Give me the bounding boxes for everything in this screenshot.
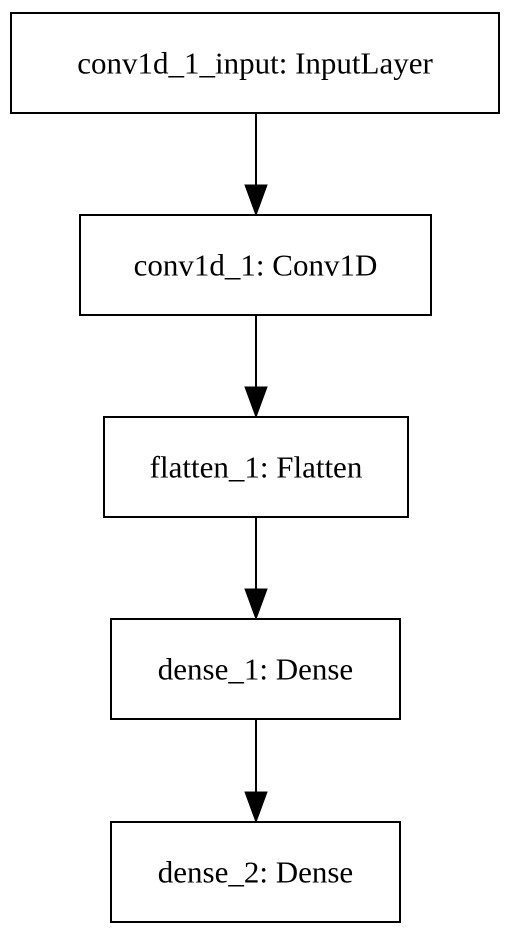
arrow-head <box>244 588 268 621</box>
node-label: dense_1: Dense <box>158 652 353 687</box>
arrow-head <box>244 791 268 824</box>
node-dense-2: dense_2: Dense <box>110 821 401 923</box>
node-box <box>79 214 432 316</box>
node-box <box>110 821 401 923</box>
node-box <box>110 618 401 720</box>
node-flatten-1: flatten_1: Flatten <box>103 416 409 518</box>
node-label: conv1d_1: Conv1D <box>134 248 378 283</box>
node-label: conv1d_1_input: InputLayer <box>77 46 433 81</box>
node-box <box>10 12 500 114</box>
node-label: dense_2: Dense <box>158 855 353 890</box>
node-label: flatten_1: Flatten <box>150 450 363 485</box>
arrow-head <box>244 386 268 419</box>
node-conv1d-1-input: conv1d_1_input: InputLayer <box>10 12 500 114</box>
node-box <box>103 416 409 518</box>
edges <box>244 113 268 824</box>
node-conv1d-1: conv1d_1: Conv1D <box>79 214 432 316</box>
arrow-head <box>244 184 268 217</box>
nodes: conv1d_1_input: InputLayer conv1d_1: Con… <box>10 12 500 923</box>
node-dense-1: dense_1: Dense <box>110 618 401 720</box>
